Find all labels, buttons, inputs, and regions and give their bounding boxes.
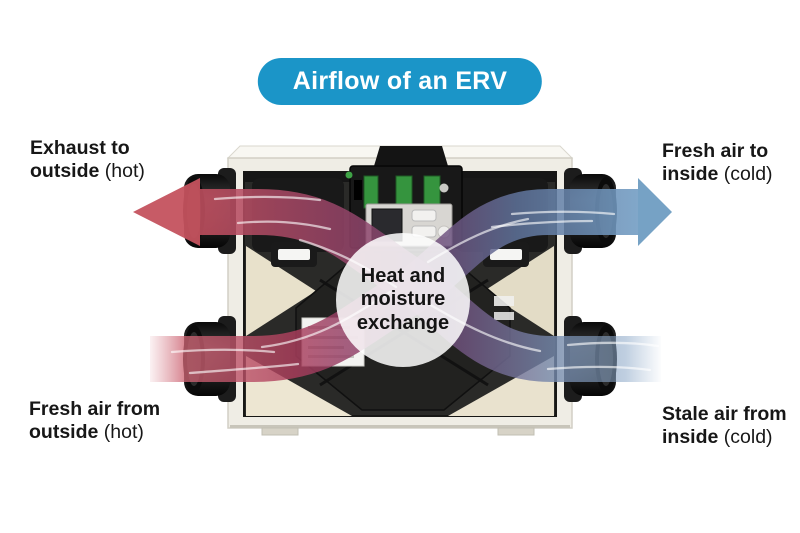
label-line: Fresh air to xyxy=(662,140,769,162)
circle-text-line1: Heat and xyxy=(360,264,446,287)
label-exhaust-to-outside: Exhaust to outside (hot) xyxy=(30,137,145,183)
title-badge: Airflow of an ERV xyxy=(257,58,543,105)
vent-slot-left xyxy=(271,242,317,267)
exhaust-arrowhead-hot xyxy=(133,178,200,246)
top-vent xyxy=(374,146,448,166)
label-line: Exhaust to xyxy=(30,137,130,159)
supply-arrowhead-cold xyxy=(638,178,672,246)
label-stale-air-from-inside: Stale air from inside (cold) xyxy=(662,403,787,449)
label-line: Fresh air from xyxy=(29,398,161,420)
label-temp: (cold) xyxy=(723,163,773,185)
page-title: Airflow of an ERV xyxy=(292,67,508,95)
wire-connector xyxy=(345,171,353,179)
terminal-block-3 xyxy=(423,175,441,207)
label-line-bold: outside xyxy=(30,160,100,182)
label-fresh-air-from-outside: Fresh air from outside (hot) xyxy=(29,398,160,444)
circle-text-line2: moisture xyxy=(360,288,446,311)
label-line-bold: outside xyxy=(29,421,99,443)
terminal-block-2 xyxy=(395,175,413,207)
label-temp: (cold) xyxy=(723,426,773,448)
label-fresh-air-to-inside: Fresh air to inside (cold) xyxy=(662,140,773,186)
label-temp: (hot) xyxy=(103,421,144,443)
label-line-bold: inside xyxy=(662,426,719,448)
terminal-block-1 xyxy=(363,175,379,209)
label-temp: (hot) xyxy=(104,160,145,182)
label-line: Stale air from xyxy=(662,403,787,425)
label-line-bold: inside xyxy=(662,163,719,185)
circle-text-line3: exchange xyxy=(356,311,450,334)
heat-moisture-exchange-circle: Heat and moisture exchange xyxy=(336,233,470,367)
